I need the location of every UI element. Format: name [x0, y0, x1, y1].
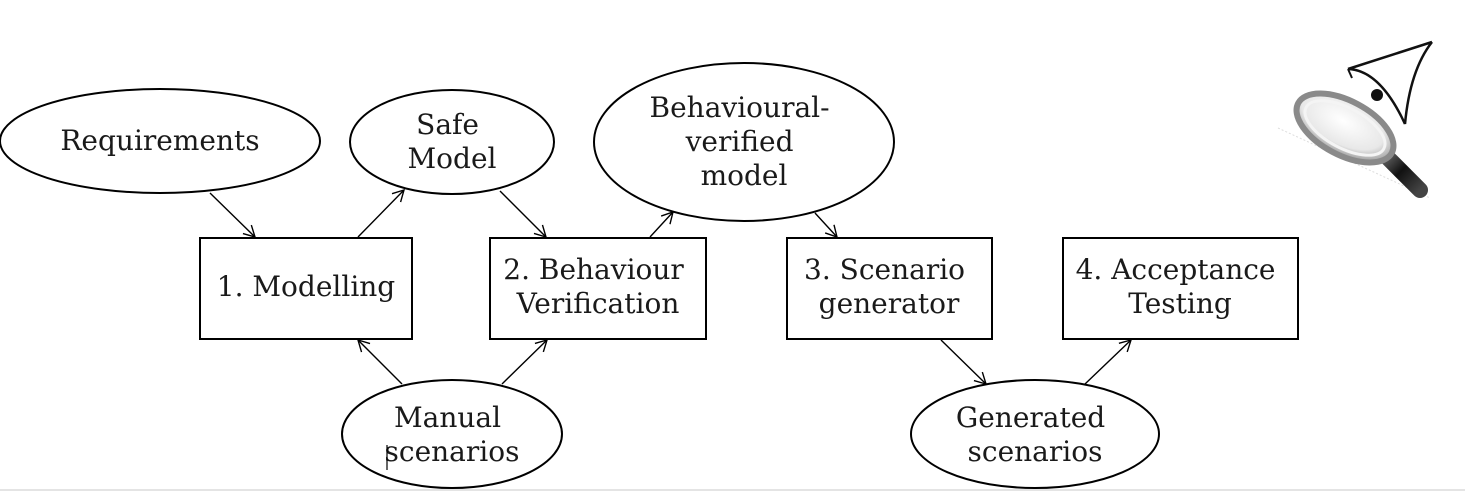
node-scenario-generator: 3. Scenario generator	[786, 237, 993, 340]
edge-safe-model-to-behaviour-verification	[499, 190, 548, 239]
behaviour-verification-label: 2. Behaviour Verification	[503, 253, 692, 320]
requirements-label: Requirements	[60, 124, 259, 157]
edge-manual-scenarios-to-modelling	[356, 338, 403, 385]
node-generated-scenarios: Generated scenarios	[910, 379, 1160, 489]
edge-manual-scenarios-to-behaviour-verification	[501, 338, 549, 385]
edges-layer	[209, 188, 1133, 386]
node-manual-scenarios: Manual scenarios	[341, 379, 563, 489]
node-modelling: 1. Modelling	[199, 237, 413, 340]
scenario-generator-label: 3. Scenario generator	[804, 253, 974, 320]
node-behavioural-verified-model: Behavioural- verified model	[593, 62, 895, 222]
modelling-label: 1. Modelling	[217, 270, 396, 303]
node-safe-model: Safe Model	[349, 89, 555, 195]
edge-verified-model-to-scenario-generator	[814, 212, 838, 239]
edge-requirements-to-modelling	[209, 192, 257, 239]
safe-model-label: Safe Model	[408, 108, 497, 175]
node-acceptance-testing: 4. Acceptance Testing	[1062, 237, 1299, 340]
edge-modelling-to-safe-model	[357, 188, 406, 238]
behavioural-verified-model-label: Behavioural- verified model	[650, 91, 839, 192]
acceptance-testing-label: 4. Acceptance Testing	[1076, 253, 1285, 320]
node-behaviour-verification: 2. Behaviour Verification	[489, 237, 707, 340]
edge-generated-scenarios-to-acceptance-testing	[1084, 338, 1133, 385]
node-requirements: Requirements	[0, 88, 321, 194]
edge-scenario-generator-to-generated-scenarios	[940, 339, 988, 386]
manual-scenarios-label: Manual scenarios	[385, 401, 520, 468]
edge-behaviour-verification-to-verified-model	[649, 210, 674, 238]
magnifying-glass-icon	[1277, 40, 1433, 199]
generated-scenarios-label: Generated scenarios	[956, 401, 1114, 468]
